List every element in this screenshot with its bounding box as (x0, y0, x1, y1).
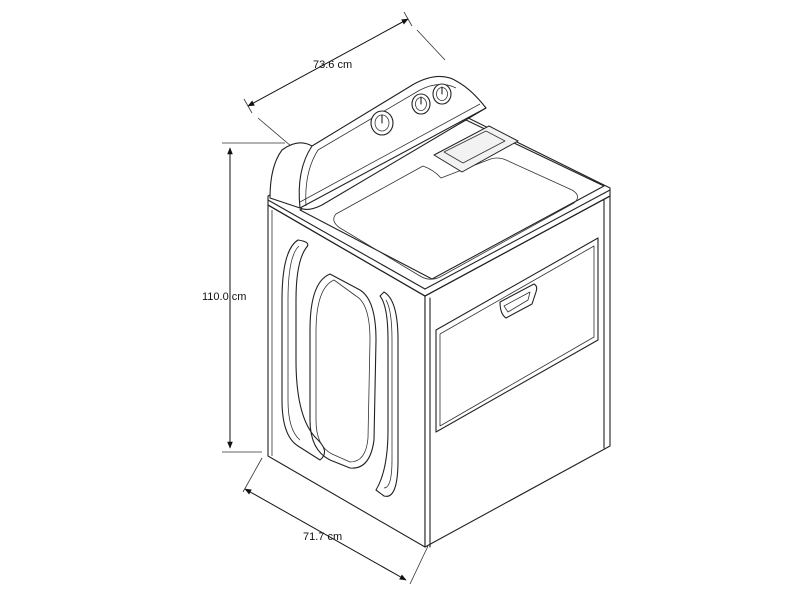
knob-center-icon (411, 93, 431, 115)
depth-label: 71.7 cm (303, 531, 343, 543)
dryer-door (435, 237, 599, 433)
lint-filter (433, 125, 519, 173)
depth-dimension-line (242, 457, 429, 585)
knob-right-icon (432, 83, 452, 105)
height-dimension-line (222, 142, 285, 453)
control-console (269, 75, 487, 211)
width-label: 73.6 cm (313, 59, 353, 71)
side-panel-recess (281, 239, 399, 497)
dryer-lid (333, 157, 578, 280)
height-label: 110.0 cm (202, 291, 247, 303)
knob-left-icon (370, 110, 394, 136)
door-handle-icon (499, 283, 538, 319)
dryer-body (267, 75, 611, 548)
